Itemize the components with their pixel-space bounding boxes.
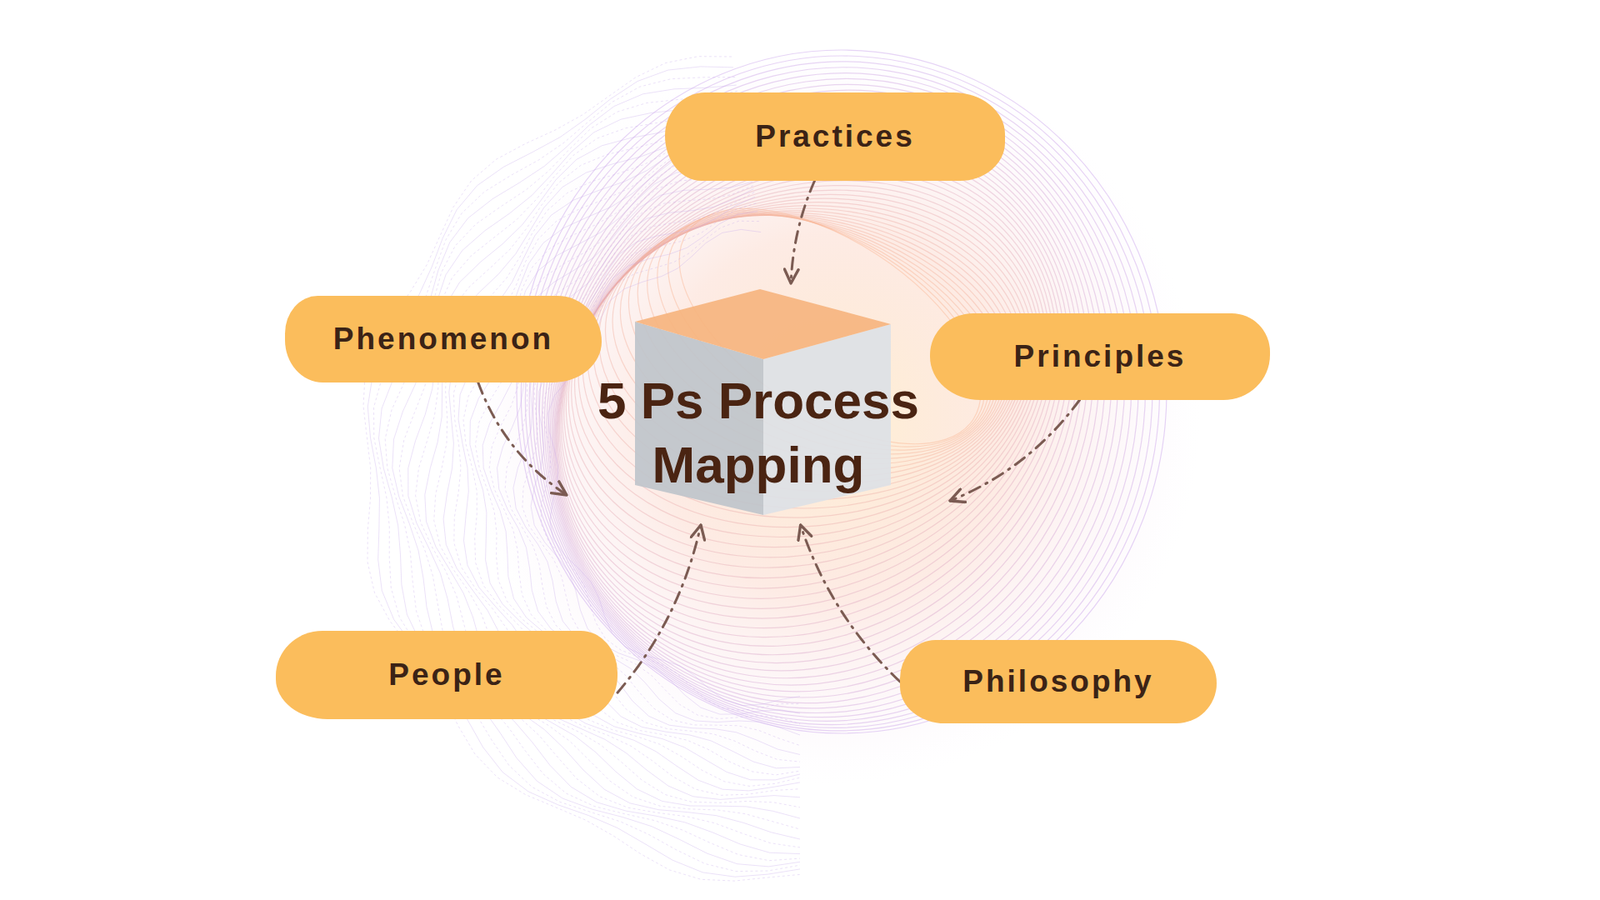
cube-top-face [635, 289, 891, 360]
topic-blob: People [275, 630, 618, 720]
dashed-arrow [790, 180, 815, 284]
dashed-arrow [617, 525, 701, 693]
dashed-arrow [950, 400, 1080, 501]
center-title: 5 Ps Process Mapping [566, 368, 950, 497]
topic-label: Philosophy [962, 664, 1154, 700]
topic-label: Phenomenon [333, 321, 554, 357]
topic-label: People [388, 657, 505, 693]
topic-blob: Principles [930, 313, 1270, 400]
dashed-arrow [800, 525, 900, 682]
topic-blob: Philosophy [900, 640, 1217, 724]
dashed-arrow [478, 382, 567, 495]
swirl-lines [363, 5, 1208, 882]
topic-blob: Phenomenon [285, 295, 602, 383]
topic-label: Practices [755, 119, 915, 155]
topic-blob: Practices [665, 92, 1005, 181]
cube-node: 5 Ps Process Mapping [566, 283, 950, 525]
topic-label: Principles [1014, 339, 1187, 375]
